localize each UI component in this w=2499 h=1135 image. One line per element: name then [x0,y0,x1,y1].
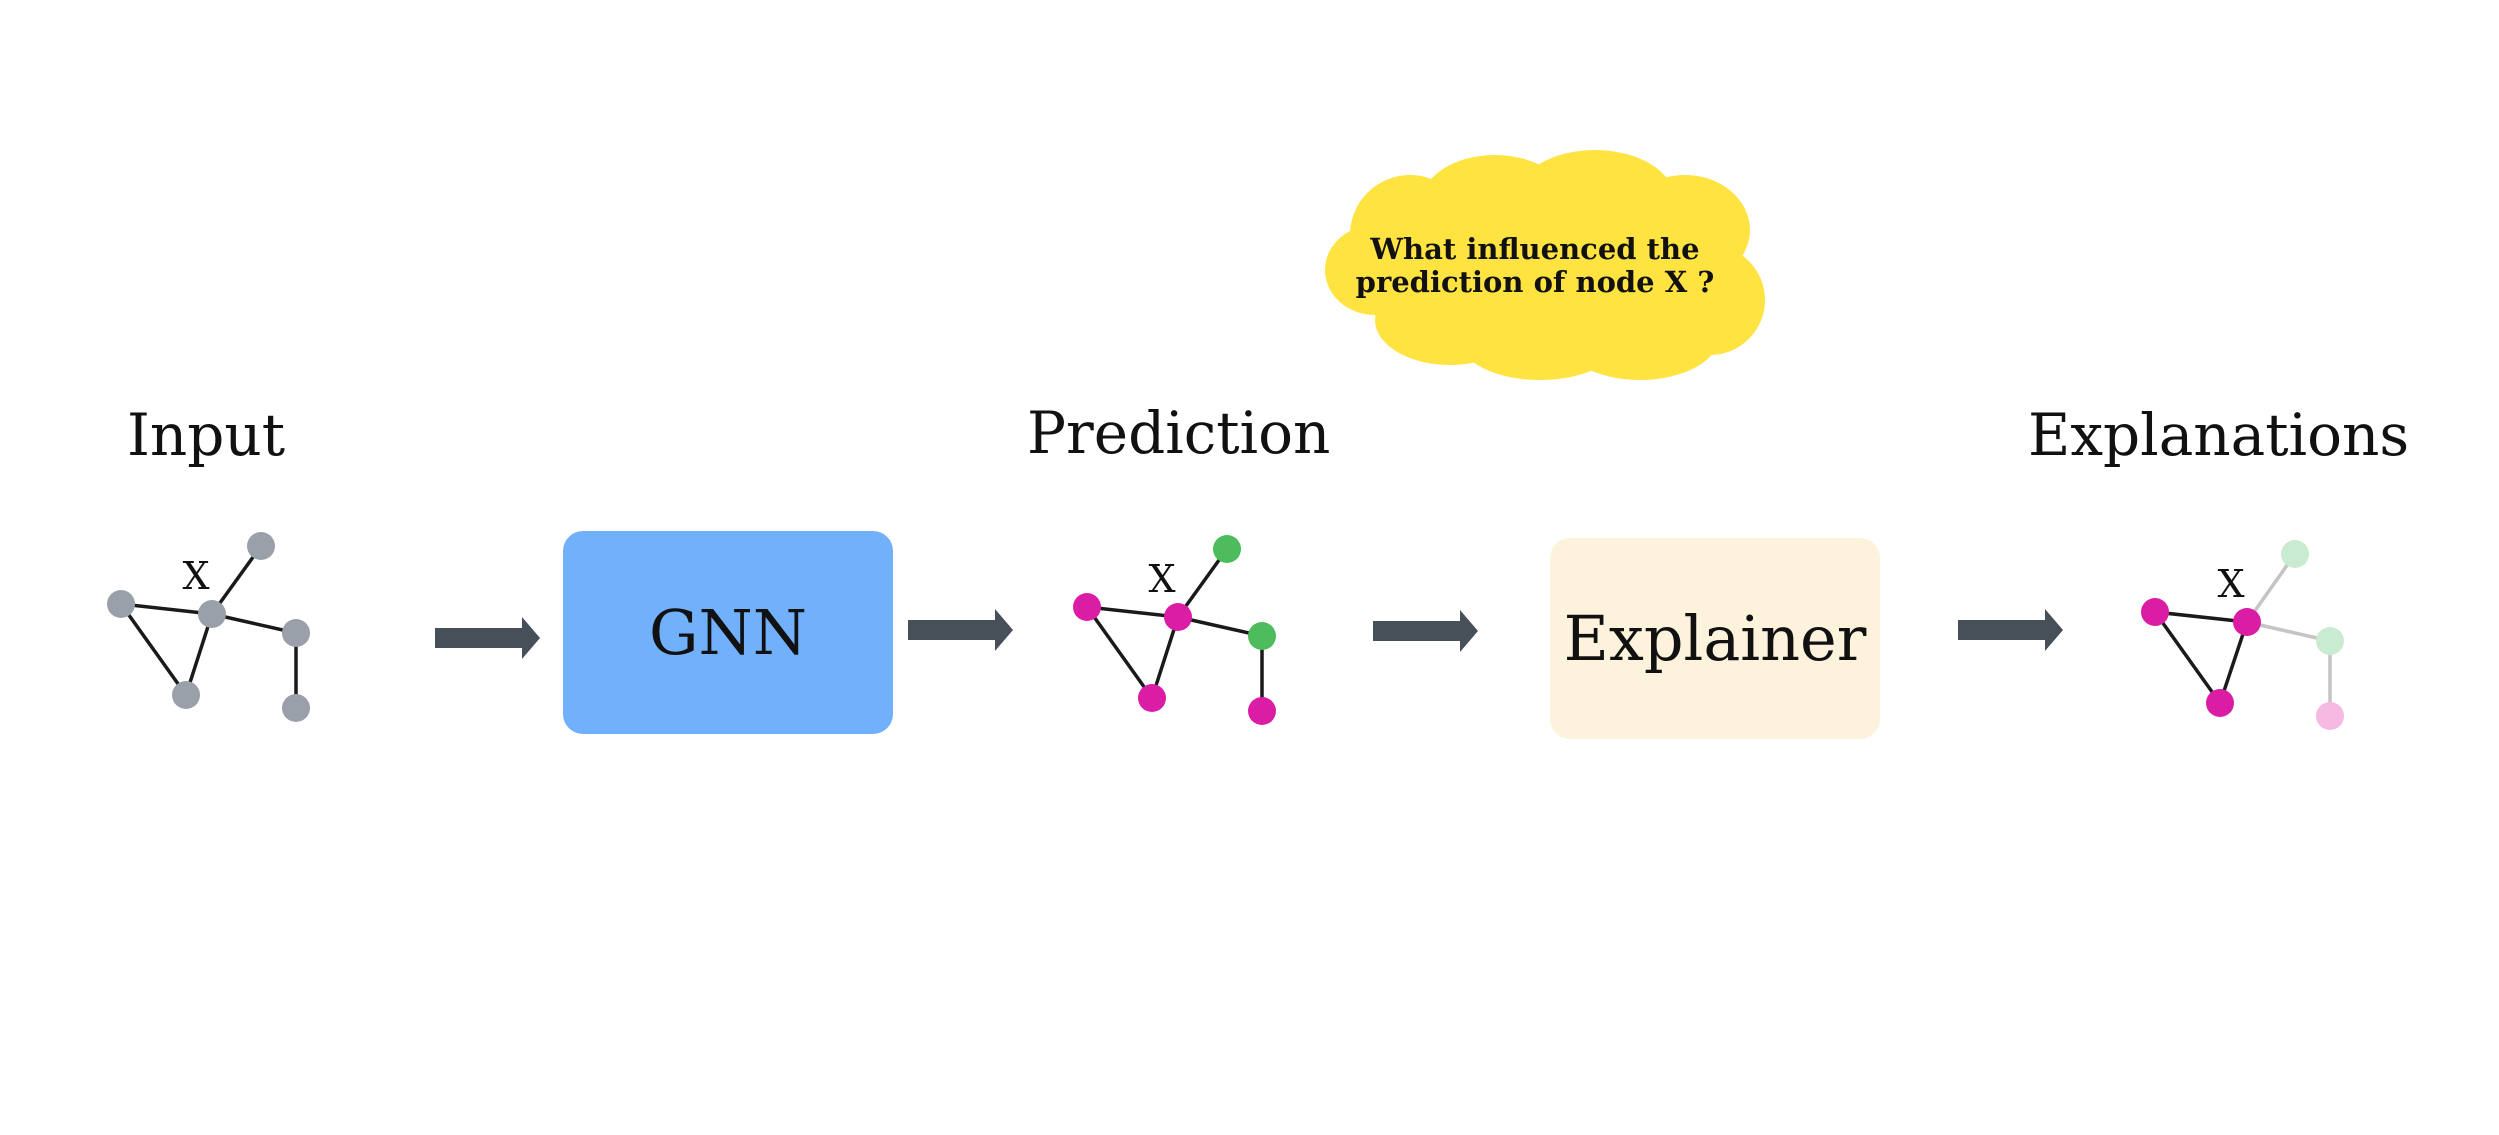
arrow-gnn-to-prediction [908,609,1013,651]
graph-node [1248,697,1276,725]
explanation-graph: X [2141,540,2344,730]
graph-node [282,694,310,722]
cloud-question: What influenced the prediction of node X… [1325,233,1745,299]
explainer-box: Explainer [1550,538,1880,739]
graph-node [107,590,135,618]
graph-node [1164,603,1192,631]
input-graph: X [107,532,310,722]
graph-node [2316,702,2344,730]
gnn-box: GNN [563,531,893,734]
gnn-label: GNN [648,596,808,669]
node-x-label: X [182,554,209,598]
graph-node [1138,684,1166,712]
prediction-title: Prediction [1027,399,1331,467]
cloud-question-line-1: What influenced the [1370,232,1700,266]
graph-node [2206,689,2234,717]
prediction-graph: X [1073,535,1276,725]
explainer-label: Explainer [1563,602,1867,675]
graph-node [247,532,275,560]
graph-node [2281,540,2309,568]
explanations-title: Explanations [2028,401,2410,469]
graph-node [1213,535,1241,563]
node-x-label: X [1148,557,1175,601]
graph-node [1248,622,1276,650]
cloud-question-line-2: prediction of node X ? [1355,265,1715,299]
graph-node [198,600,226,628]
arrow-input-to-gnn [435,617,540,659]
node-x-label: X [2217,562,2244,606]
graph-node [1073,593,1101,621]
input-title: Input [127,401,286,469]
graph-node [2141,598,2169,626]
graph-node [282,619,310,647]
graph-node [2233,608,2261,636]
graph-node [172,681,200,709]
arrow-prediction-to-explainer [1373,610,1478,652]
thought-cloud [1325,150,1765,380]
arrow-explainer-to-explanations [1958,609,2063,651]
graph-node [2316,627,2344,655]
